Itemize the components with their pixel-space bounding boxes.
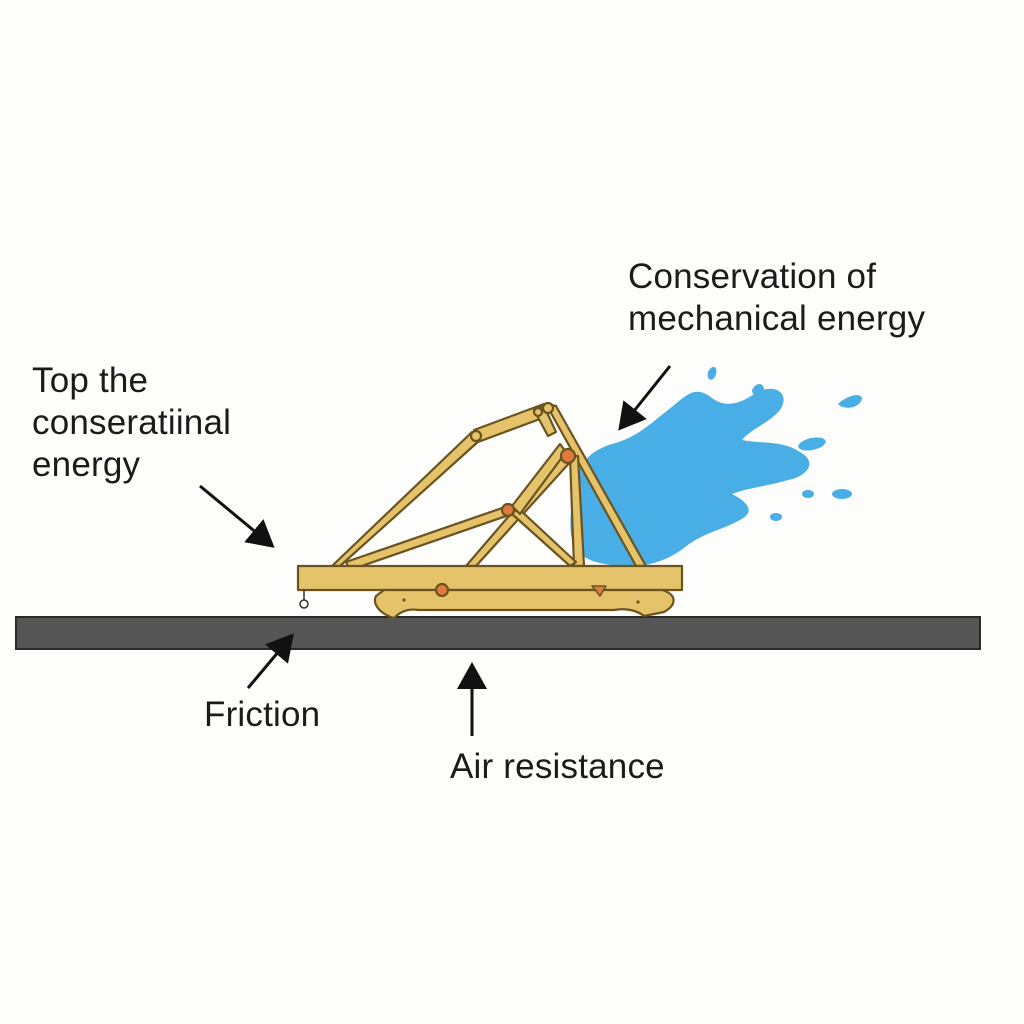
ground-surface xyxy=(15,616,981,650)
joint xyxy=(532,406,544,418)
splash-drop xyxy=(770,513,782,521)
label-line: conseratiinal xyxy=(32,403,232,442)
splash-drop xyxy=(832,489,852,499)
splash-drop xyxy=(798,437,826,451)
label-conservation: Conservation of mechanical energy xyxy=(628,256,925,340)
joint xyxy=(469,429,483,443)
label-top-energy: Top the conseratiinal energy xyxy=(32,360,231,486)
catapult-frame xyxy=(330,402,648,572)
pivot-orange xyxy=(559,447,577,465)
bolt xyxy=(402,598,406,602)
label-friction: Friction xyxy=(204,695,321,734)
catapult-skid xyxy=(373,588,675,620)
beam-upper-link xyxy=(510,442,568,516)
beam-brace xyxy=(510,506,578,568)
splash-drop xyxy=(752,384,764,396)
splash-drop xyxy=(838,395,862,408)
splash-main xyxy=(570,388,810,566)
splash-drop xyxy=(802,490,814,498)
pivot-orange xyxy=(500,502,516,518)
latch xyxy=(591,585,607,597)
label-air-resistance: Air resistance xyxy=(450,747,665,786)
bolt xyxy=(636,600,640,604)
hook xyxy=(299,590,309,609)
label-line: Top the xyxy=(32,361,149,400)
splash-drop xyxy=(707,366,717,380)
joint xyxy=(541,401,555,415)
water-splash xyxy=(570,366,862,566)
label-line: Conservation of xyxy=(628,257,877,296)
label-line: energy xyxy=(32,445,141,484)
arrow-top-energy xyxy=(199,484,275,548)
catapult-base xyxy=(296,564,684,592)
catapult xyxy=(296,401,684,620)
label-line: mechanical energy xyxy=(628,299,926,338)
skid-pivot xyxy=(434,582,450,598)
arrow-conservation xyxy=(618,365,672,431)
arrow-friction xyxy=(246,633,294,689)
